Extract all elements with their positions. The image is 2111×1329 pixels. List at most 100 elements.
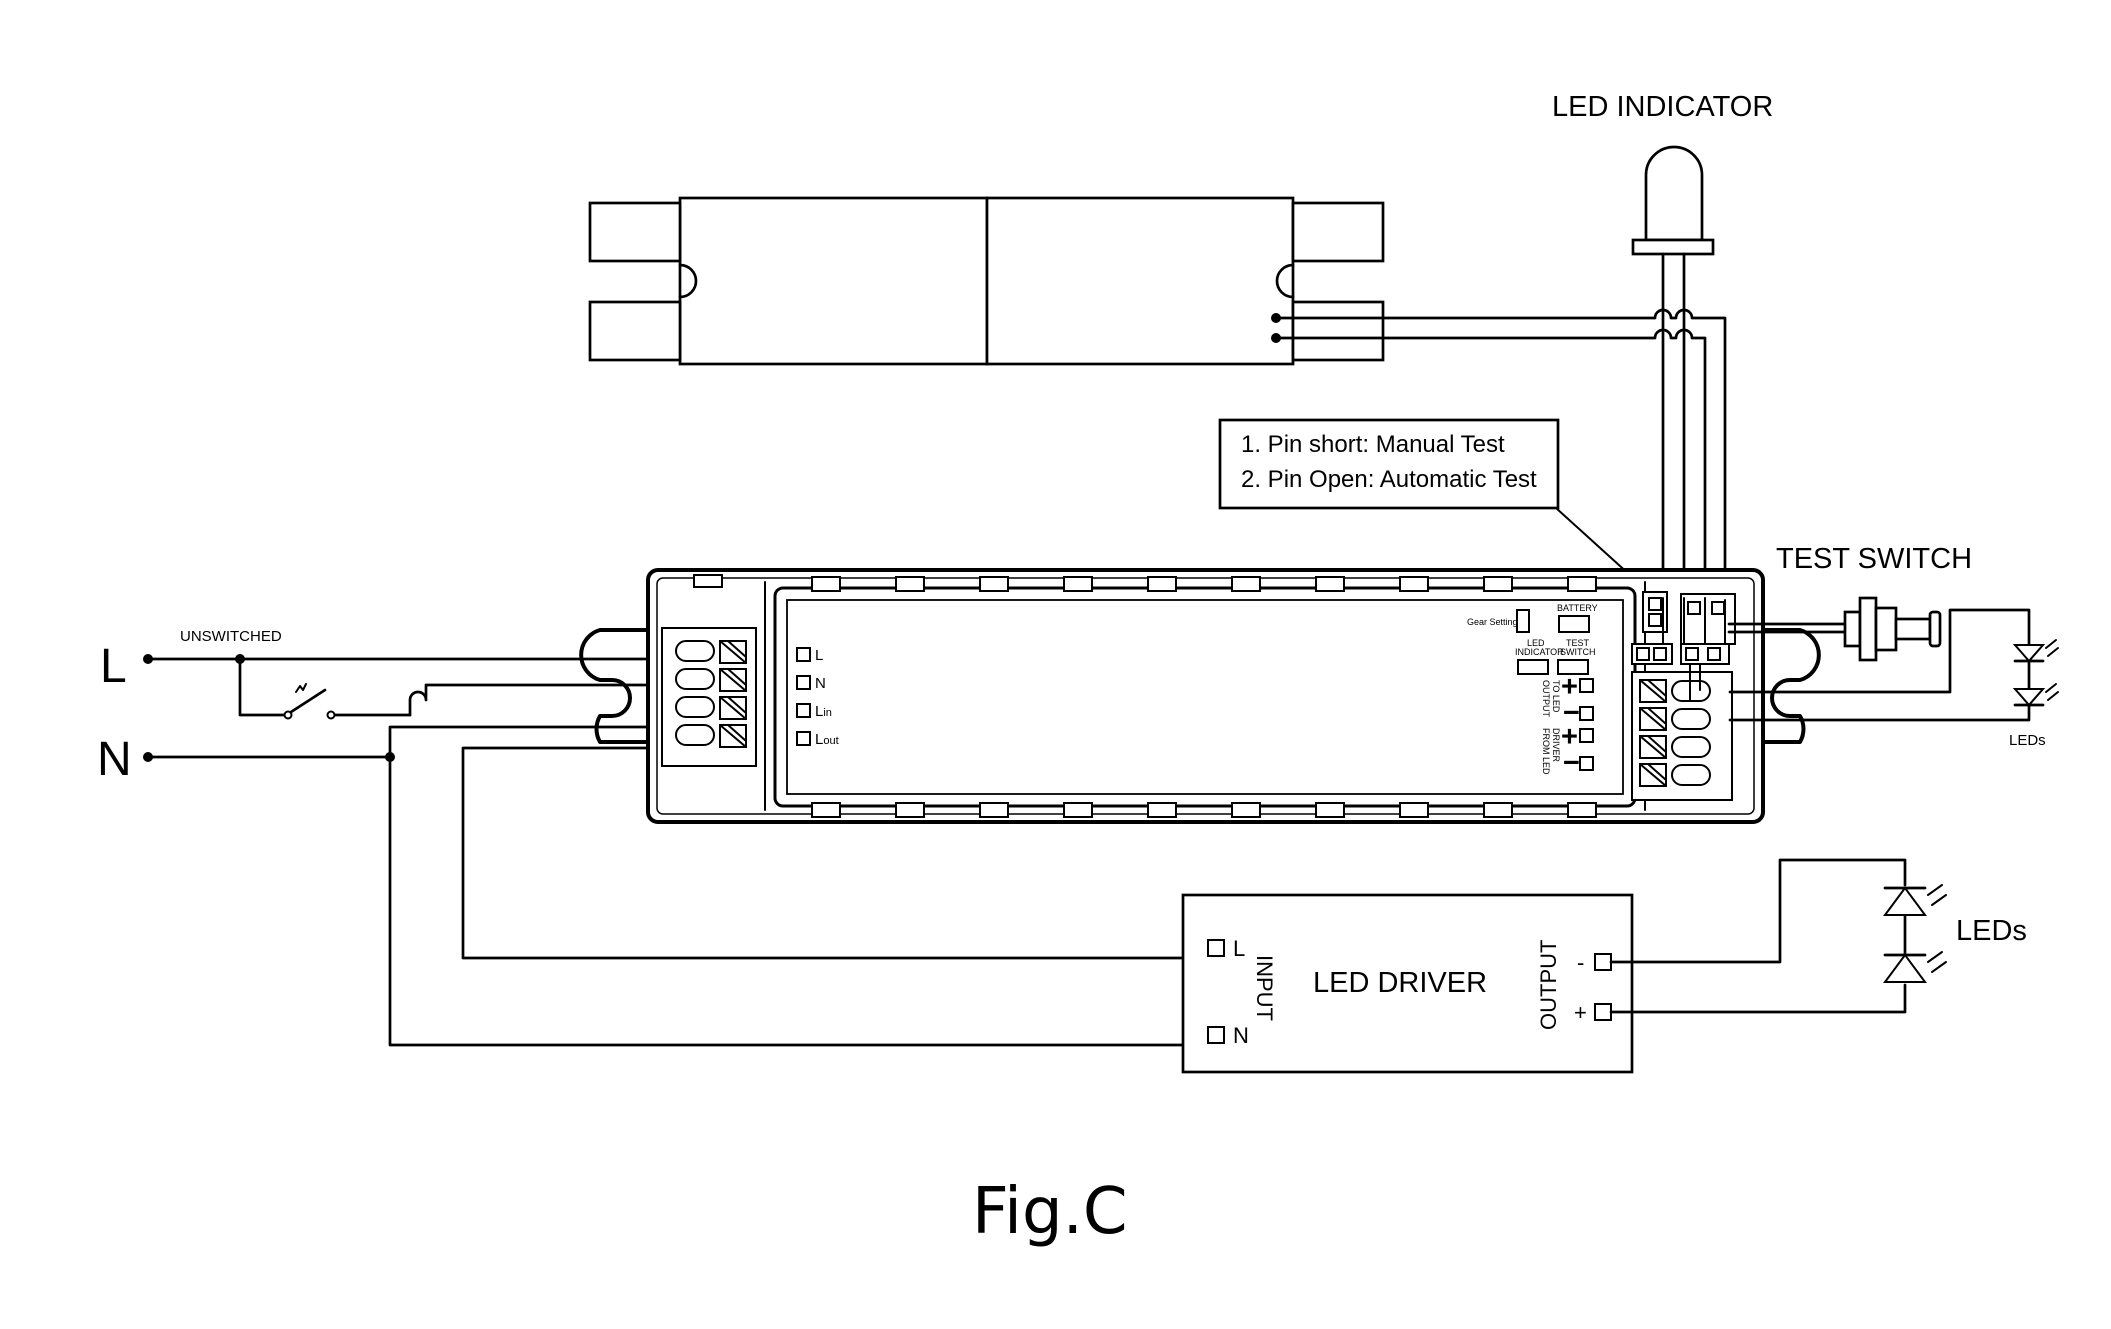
driver-plus-sign: + (1561, 721, 1578, 753)
line-terminal-label: L (100, 640, 127, 693)
led-indicator-connector (1517, 659, 1549, 675)
test-switch-connector (1557, 659, 1589, 675)
driver-led-icon-2 (1883, 953, 1927, 983)
module-right-lug (1765, 628, 1821, 744)
module-left-terminal-block (661, 627, 757, 767)
wire-driver-plus (1609, 983, 1907, 1014)
driver-leds-label: LEDs (1956, 915, 2027, 947)
driver-output-leds: LEDs (1609, 858, 2027, 1014)
switch-actuator-icon (295, 683, 307, 693)
driver-led-emission-icon-1 (1927, 884, 1947, 906)
wire-fixture-2 (1274, 328, 1707, 600)
wire-led-negative (1728, 703, 2031, 722)
terminal-lout-box (796, 731, 811, 746)
wire-led-positive (1728, 608, 2031, 694)
led-driver-box (1181, 893, 1634, 1074)
fixture-right-cap-bottom (1291, 300, 1385, 362)
output-to-led-label-2: TO LED (1551, 680, 1561, 713)
fixture-left-cap-top (588, 201, 682, 263)
test-note-line-1: 1. Pin short: Manual Test (1241, 431, 1505, 458)
module-label-area (786, 599, 1624, 795)
module-internal-wires (1689, 663, 1701, 701)
figure-label: Fig.C (972, 1175, 1128, 1249)
module-connector-labels: Gear Setting BATTERY LED INDICATOR TEST … (1467, 603, 1598, 779)
from-led-driver-label-1: FROM LED (1541, 728, 1551, 775)
terminal-n-label: N (815, 675, 826, 692)
test-note: 1. Pin short: Manual Test 2. Pin Open: A… (1218, 418, 1653, 596)
module-right-terminal-block (1631, 671, 1733, 801)
test-switch-plunger (1894, 617, 1932, 641)
luminaire-fixture (588, 196, 1385, 366)
driver-output-minus-label: - (1577, 950, 1584, 975)
module-body (646, 568, 1765, 824)
led-driver-output-label: OUTPUT (1536, 940, 1561, 1030)
module-top-tabs (693, 574, 1597, 592)
from-led-driver-label-2: DRIVER (1551, 728, 1561, 763)
fixture-right-cap-top (1291, 201, 1385, 263)
led-driver-input-label: INPUT (1252, 955, 1277, 1021)
neutral-terminal-label: N (97, 733, 132, 786)
driver-led-icon-1 (1883, 886, 1927, 916)
unswitched-label: UNSWITCHED (180, 628, 282, 645)
emergency-module: L N Lin Lout Gear Setting BATTERY LED IN… (579, 568, 1821, 824)
terminal-l-label: L (815, 647, 823, 664)
output-minus-sign: − (1563, 697, 1580, 729)
module-left-lug (579, 628, 650, 744)
wire-lout-to-driver (461, 746, 1227, 960)
mains-supply: L N UNSWITCHED (97, 628, 1227, 1047)
driver-led-emission-icon-2 (1927, 951, 1947, 973)
terminal-n-box (796, 675, 811, 690)
module-output-leds: LEDs (1728, 608, 2059, 749)
output-to-led-label-1: OUTPUT (1541, 680, 1551, 718)
output-plus-sign: + (1561, 671, 1578, 703)
led-icon-2 (2012, 688, 2046, 707)
gear-setting-jumper (1516, 609, 1530, 633)
led-indicator-small-1: LED (1527, 638, 1545, 648)
gear-setting-label: Gear Setting (1467, 617, 1518, 627)
led-driver: LED DRIVER INPUT OUTPUT L N - + (1181, 893, 1634, 1074)
test-note-box (1218, 418, 1560, 510)
led-emission-icon-1 (2045, 639, 2059, 657)
driver-minus-sign: − (1563, 747, 1580, 779)
module-leds-label: LEDs (2009, 732, 2046, 749)
fixture-left-half (678, 196, 989, 366)
test-switch: TEST SWITCH (1727, 543, 1972, 662)
led-indicator-icon (1644, 145, 1704, 242)
switch-contact-b (326, 710, 336, 720)
test-switch-label: TEST SWITCH (1776, 543, 1972, 575)
driver-output-plus-label: + (1574, 1000, 1587, 1025)
battery-label: BATTERY (1557, 603, 1598, 613)
driver-input-n-terminal (1207, 1026, 1225, 1044)
terminal-lin-box (796, 703, 811, 718)
wire-neutral-to-module (388, 725, 692, 759)
test-switch-small-1: TEST (1566, 638, 1590, 648)
wire-fixture-1 (1274, 308, 1727, 657)
driver-input-n-label: N (1233, 1023, 1249, 1048)
test-switch-button-icon (1928, 610, 1942, 648)
terminal-lin-label: Lin (815, 703, 832, 720)
battery-connector (1558, 615, 1590, 633)
led-icon-1 (2012, 644, 2046, 663)
driver-output-plus-terminal (1594, 1003, 1612, 1021)
wire-neutral-to-driver (388, 755, 1227, 1047)
test-switch-body (1874, 606, 1898, 652)
fixture-left-cap-bottom (588, 300, 682, 362)
fixture-left-notch (678, 263, 698, 299)
module-bottom-tabs (811, 802, 1597, 818)
switch-contact-a (283, 710, 293, 720)
led-indicator: LED INDICATOR (1552, 91, 1773, 600)
terminal-l-box (796, 647, 811, 662)
fixture-to-module-wires (1274, 308, 1727, 657)
led-indicator-label: LED INDICATOR (1552, 91, 1773, 123)
indicator-internal-wires (1662, 597, 1726, 645)
led-indicator-flange (1631, 238, 1715, 256)
driver-output-minus-terminal (1594, 953, 1612, 971)
module-inner-border (656, 577, 1755, 815)
wire-switched-line-b (408, 683, 692, 717)
test-switch-collar (1843, 610, 1862, 648)
led-emission-icon-2 (2045, 683, 2059, 701)
fixture-right-notch (1275, 263, 1295, 299)
module-input-terminal-labels: L N Lin Lout (796, 647, 839, 748)
wire-driver-minus (1609, 858, 1907, 964)
